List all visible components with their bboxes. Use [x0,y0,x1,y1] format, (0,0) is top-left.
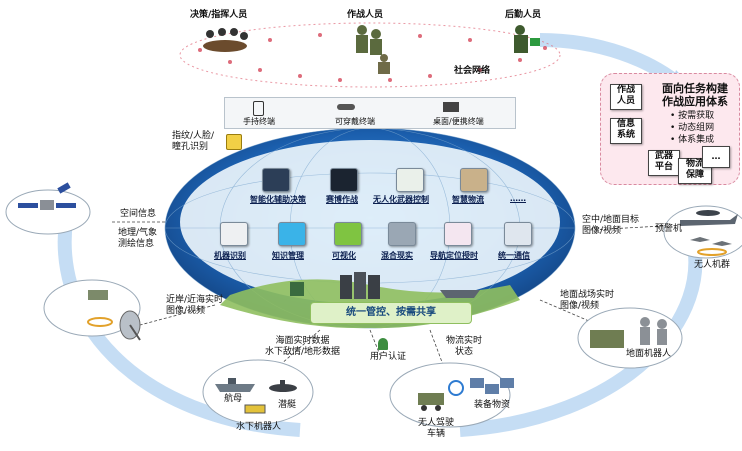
panel-box-logistics[interactable]: 物流 保障 [678,158,712,184]
wearable-terminal-label: 可穿戴终端 [335,117,375,126]
social-network-ring [179,22,561,88]
carrier-label: 航母 [224,394,243,404]
social-network-dots [198,33,547,82]
ground-robot-icon [590,317,667,348]
social-network-label: 社会网络 [454,66,491,76]
drone-swarm-label: 无人机群 [694,260,731,270]
unified-control-band: 统一管控、按需共享 [310,302,472,324]
biometric-text: 指纹/人脸/ 瞳孔识别 [172,131,215,152]
wearable-icon [337,104,355,110]
user-auth-label: 用户认证 [370,352,407,362]
combat-personnel-icon [356,25,390,74]
func-navigation-icon[interactable] [444,222,472,246]
bullet-item: 体系集成 [670,134,714,146]
terminal-bar: 手持终端 可穿戴终端 桌面/便携终端 [224,97,516,129]
panel-box-combat[interactable]: 作战 人员 [610,84,642,110]
cloud-satellite [5,189,91,235]
equipment-label: 装备物资 [474,400,511,410]
early-warning-label: 预警机 [655,224,683,234]
logistics-personnel-label: 后勤人员 [505,10,542,20]
equipment-icon [470,378,514,394]
func-mixed-reality-label: 混合现实 [381,251,413,260]
maritime-data-label: 海面实时数据 水下敌情/地形数据 [265,336,341,357]
func-cyber-label: 赛博作战 [326,195,358,204]
battlefield-label: 地面战场实时 图像/视频 [560,290,615,311]
func-visualization-label: 可视化 [332,251,356,260]
unmanned-vehicle-label: 无人驾驶 车辆 [418,418,455,439]
cloud-ground-robot [577,307,683,369]
cloud-nearshore [43,279,141,337]
commanders-label: 决策/指挥人员 [190,10,248,20]
func-mixed-reality-icon[interactable] [388,222,416,246]
unmanned-vehicle-icon [418,393,444,411]
ship-icon-globe [440,290,480,298]
func-unified-comm-label: 统一通信 [498,251,530,260]
radar-dish-icon [87,290,141,341]
satellite-icon [18,182,76,210]
panel-box-info[interactable]: 信息 系统 [610,118,642,144]
air-ground-label: 空中/地面目标 图像/视频 [582,215,640,236]
carrier-icon [215,378,255,392]
early-warning-aircraft-icon [680,210,738,226]
relay-ring-icon [448,380,464,396]
func-navigation-label: 导航定位授时 [430,251,478,260]
laptop-icon [443,102,459,112]
chip-icon [290,282,304,296]
submarine-label: 潜艇 [278,400,297,410]
mission-bullets: 按需获取 动态组网 体系集成 [670,110,714,146]
panel-box-weapon[interactable]: 武器 平台 [648,150,680,176]
commanders-icon [203,28,248,52]
geo-info-label: 地理/气象 测绘信息 [118,228,158,249]
func-more-label: …… [510,194,526,203]
space-info-label: 空间信息 [120,209,157,219]
underwater-robot-icon [244,404,266,414]
func-decision-label: 智能化辅助决策 [250,195,306,204]
user-auth-icon [378,338,388,350]
func-unified-comm-icon[interactable] [504,222,532,246]
logistics-personnel-icon [514,25,540,53]
bullet-item: 按需获取 [670,110,714,122]
func-machine-recognition-label: 机器识别 [214,251,246,260]
func-unmanned-weapon-label: 无人化武器控制 [373,195,429,204]
biometric-label: 指纹/人脸/ 瞳孔识别 [172,131,214,153]
func-machine-recognition-icon[interactable] [220,222,248,246]
panel-box-more[interactable]: … [702,146,730,168]
drone-swarm-icon [690,237,732,256]
bullet-item: 动态组网 [670,122,714,134]
logistics-status-label: 物流实时 状态 [446,336,483,357]
combat-personnel-label: 作战人员 [347,10,384,20]
func-cyber-icon[interactable] [330,168,358,192]
data-center-icon [340,272,380,299]
handheld-icon [253,101,264,116]
desktop-terminal-label: 桌面/便携终端 [433,117,484,126]
lock-icon [226,134,242,150]
mission-panel-title: 面向任务构建 作战应用体系 [662,82,728,108]
func-visualization-icon[interactable] [334,222,362,246]
handheld-terminal-label: 手持终端 [243,117,275,126]
func-knowledge-label: 知识管理 [272,251,304,260]
cloud-maritime [202,359,314,425]
func-decision-icon[interactable] [262,168,290,192]
func-unmanned-weapon-icon[interactable] [396,168,424,192]
submarine-icon [269,380,297,392]
func-knowledge-icon[interactable] [278,222,306,246]
ground-robot-label: 地面机器人 [626,349,672,359]
func-smart-logistics-icon[interactable] [460,168,488,192]
nearshore-label: 近岸/近海实时 图像/视频 [166,295,224,316]
func-smart-logistics-label: 智慧物流 [452,195,484,204]
underwater-robot-label: 水下机器人 [236,422,282,432]
